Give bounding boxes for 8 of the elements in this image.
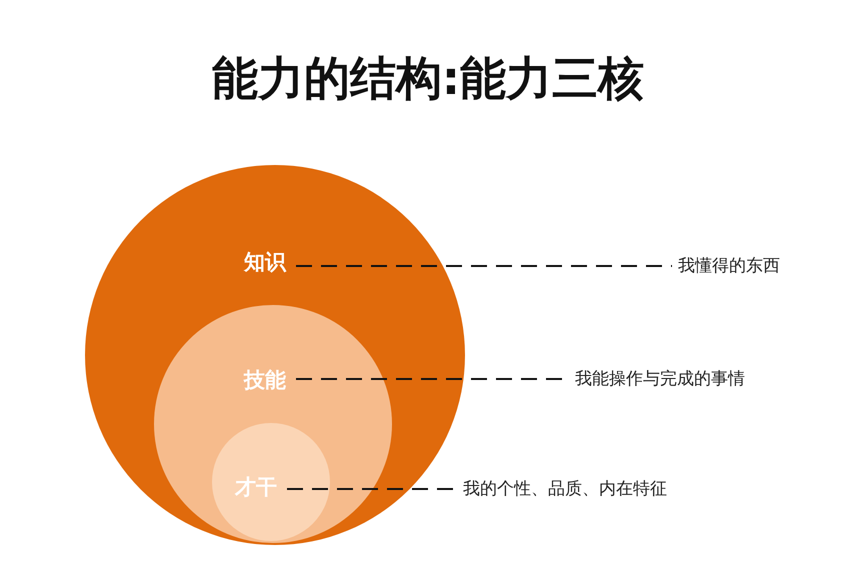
description-text: 我懂得的东西 [678,254,780,276]
title: 能力的结构:能力三核 [210,50,646,107]
dashed-leader-line [296,265,672,267]
circle-label: 技能 [244,367,286,394]
circle-label: 才干 [235,474,277,501]
description-text: 我的个性、品质、内在特征 [463,476,667,500]
description-text: 我能操作与完成的事情 [575,366,745,390]
circle-label: 知识 [244,249,286,276]
